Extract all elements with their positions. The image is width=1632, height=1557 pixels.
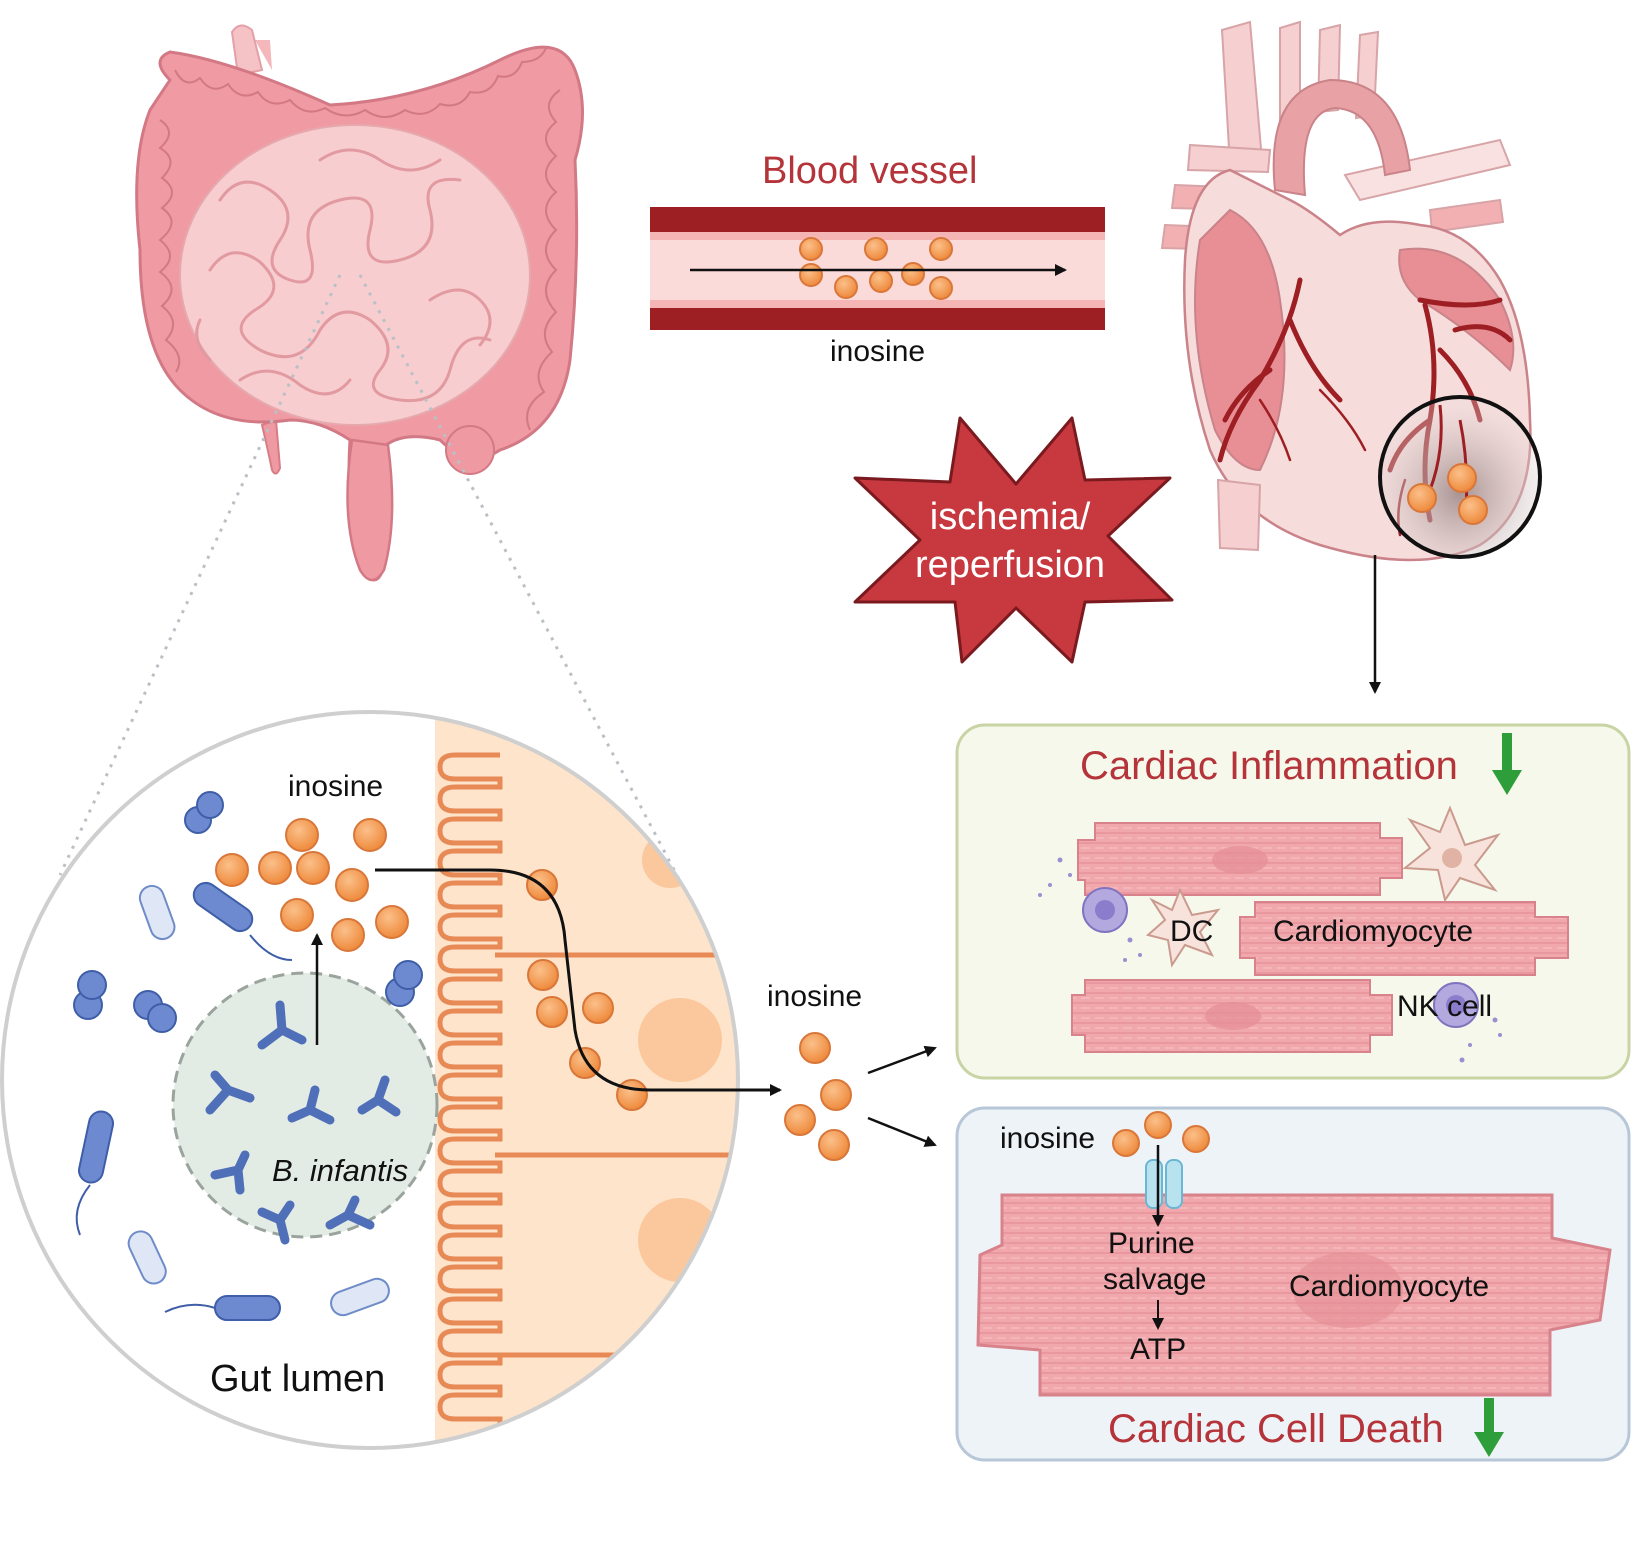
down-arrow-icon bbox=[1474, 1398, 1504, 1457]
b-infantis-label: B. infantis bbox=[272, 1153, 409, 1188]
nk-cell-label: NK cell bbox=[1397, 990, 1493, 1023]
ischemia-label-line1: ischemia/ bbox=[929, 496, 1091, 538]
heart-icon bbox=[1160, 20, 1542, 562]
blood-vessel-icon bbox=[650, 207, 1105, 330]
villi-icon bbox=[437, 752, 503, 1440]
inosine-gut-label: inosine bbox=[288, 770, 384, 803]
purine-salvage-label-line2: salvage bbox=[1103, 1263, 1207, 1296]
inosine-vessel-label: inosine bbox=[830, 335, 926, 368]
zoom-guide-lines bbox=[58, 274, 692, 901]
down-arrow-icon bbox=[1492, 733, 1522, 795]
bacteria-icon bbox=[205, 1000, 401, 1245]
cardiac-cell-death-title: Cardiac Cell Death bbox=[1108, 1407, 1444, 1451]
cardiomyocyte-icon bbox=[1071, 822, 1569, 1053]
arrow-to-inflammation bbox=[867, 1045, 937, 1075]
atp-label: ATP bbox=[1130, 1333, 1187, 1366]
inosine-middle-label: inosine bbox=[767, 980, 863, 1013]
dc-label: DC bbox=[1170, 915, 1214, 948]
cardiac-inflammation-panel bbox=[955, 723, 1631, 1080]
inosine-molecules-heart bbox=[1407, 463, 1488, 525]
cardiomyocyte-top-label: Cardiomyocyte bbox=[1273, 915, 1474, 948]
cardiomyocyte-bottom-label: Cardiomyocyte bbox=[1289, 1270, 1490, 1303]
cardiac-cell-death-panel bbox=[955, 1106, 1631, 1462]
ischemia-reperfusion-starburst bbox=[853, 416, 1174, 664]
purine-salvage-label-line1: Purine bbox=[1108, 1227, 1195, 1260]
ischemia-label-line2: reperfusion bbox=[914, 544, 1106, 586]
absorption-arrow bbox=[375, 868, 782, 1096]
inosine-molecules-panel bbox=[1112, 1111, 1210, 1157]
gut-lumen-label: Gut lumen bbox=[210, 1358, 386, 1400]
inosine-molecules-gut bbox=[215, 818, 648, 1111]
inosine-molecules-circulating bbox=[784, 1032, 852, 1161]
arrow-to-cell-death bbox=[867, 1116, 937, 1147]
gut-lumen-magnifier bbox=[0, 710, 782, 1450]
inosine-panel-label: inosine bbox=[1000, 1122, 1096, 1155]
blood-vessel-label: Blood vessel bbox=[762, 150, 978, 192]
cardiac-inflammation-title: Cardiac Inflammation bbox=[1080, 744, 1458, 788]
intestine-icon bbox=[135, 24, 584, 582]
